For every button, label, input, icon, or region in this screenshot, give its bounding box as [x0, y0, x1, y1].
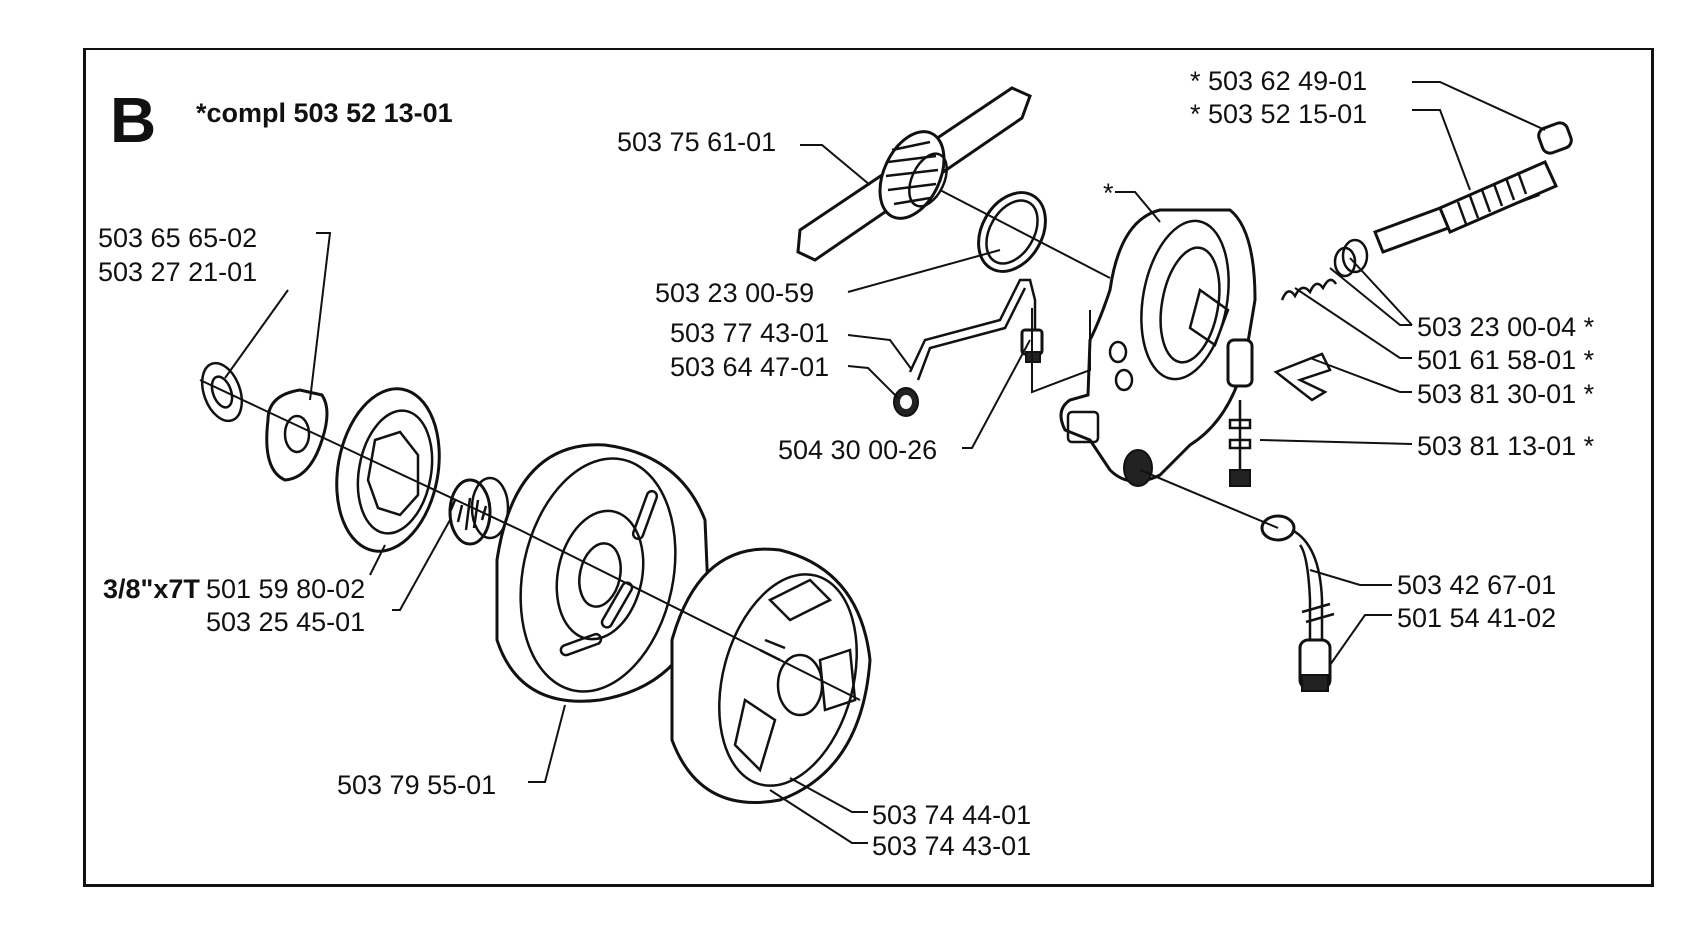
label-spring: 503 23 00-04 * — [1417, 312, 1595, 342]
label-oil-pipe: 503 77 43-01 — [670, 318, 829, 348]
label-hose-fitting: 504 30 00-26 — [778, 435, 937, 465]
spring-clip-part — [200, 361, 244, 423]
label-o-ring: 503 23 00-59 — [655, 278, 814, 308]
label-clutch: 503 74 43-01 — [872, 831, 1031, 861]
pipe-bracket-line — [1031, 308, 1091, 394]
label-shaft-sleeve: * 503 62 49-01 — [1190, 66, 1367, 96]
label-retainer: 503 81 30-01 * — [1417, 379, 1595, 409]
washer-part — [265, 388, 329, 482]
leader-lines — [224, 81, 1546, 844]
worm-shaft-part — [1373, 121, 1573, 254]
section-letter: B — [110, 84, 156, 156]
assembly-note: *compl 503 52 13-01 — [196, 98, 453, 128]
label-washer: 503 27 21-01 — [98, 257, 257, 287]
label-clutch-spring: 503 74 44-01 — [872, 800, 1031, 830]
oil-hose-part — [1260, 514, 1335, 640]
o-ring-part — [977, 191, 1047, 273]
worm-gear-part — [796, 86, 1032, 262]
oil-pump-part — [1059, 208, 1257, 487]
oil-pipe-part — [893, 278, 1037, 417]
filter-part — [1298, 638, 1332, 692]
center-line-clutch — [199, 379, 861, 701]
label-filter: 501 54 41-02 — [1397, 603, 1556, 633]
adjust-screw-part — [1228, 400, 1252, 487]
needle-bearing-part — [448, 476, 510, 546]
label-worm-gear: 503 75 61-01 — [617, 127, 776, 157]
center-line-pump — [939, 189, 1111, 279]
label-pipe-nut: 503 64 47-01 — [670, 352, 829, 382]
spring-part — [1280, 238, 1369, 301]
label-spring-clip: 503 65 65-02 — [98, 223, 257, 253]
clutch-part — [670, 547, 872, 804]
label-clutch-drum: 503 79 55-01 — [337, 770, 496, 800]
rim-sprocket-part — [335, 387, 441, 553]
retainer-part — [1273, 352, 1332, 402]
clutch-drum-part — [495, 443, 710, 703]
label-worm-shaft: * 503 52 15-01 — [1190, 99, 1367, 129]
label-oil-hose: 503 42 67-01 — [1397, 570, 1556, 600]
label-plunger: 501 61 58-01 * — [1417, 345, 1595, 375]
label-needle-bearing: 503 25 45-01 — [206, 607, 365, 637]
label-pump-star: * — [1103, 178, 1114, 208]
center-line-hose — [1139, 469, 1279, 529]
diagram-frame — [83, 48, 1654, 887]
label-adjust-screw: 503 81 13-01 * — [1417, 431, 1595, 461]
label-rim-sprocket: 501 59 80-02 — [206, 574, 365, 604]
label-rim-sprocket-size: 3/8"x7T — [103, 574, 200, 604]
